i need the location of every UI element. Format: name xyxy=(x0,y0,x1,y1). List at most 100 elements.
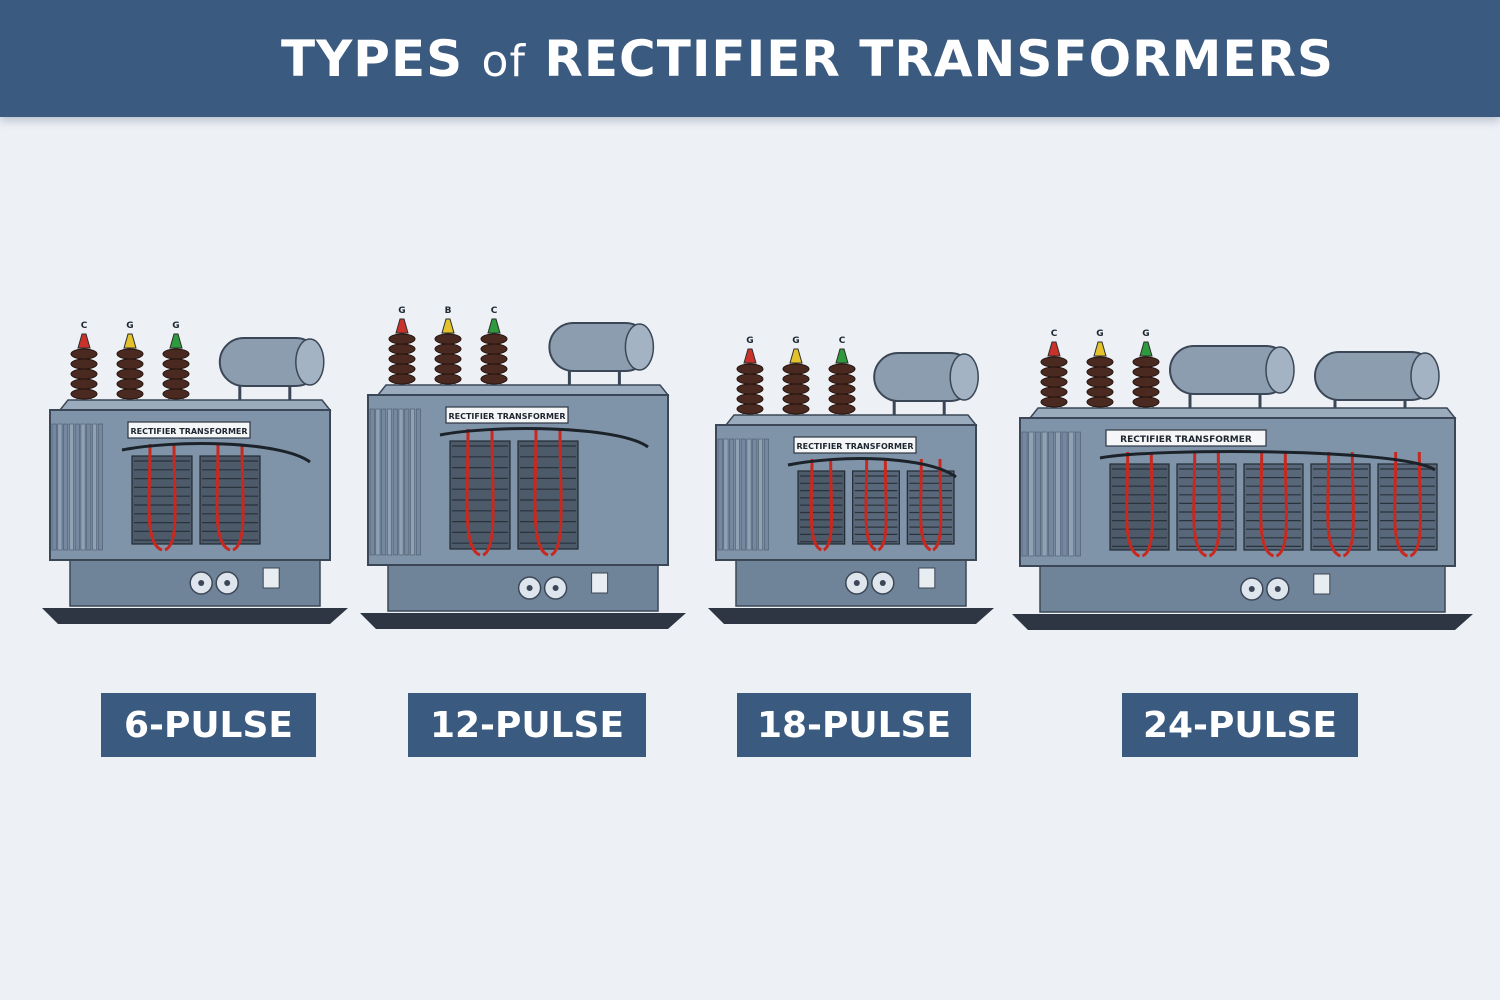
bus-cable xyxy=(822,458,834,552)
bus-cable xyxy=(550,428,563,557)
base-skid xyxy=(708,608,994,624)
bus-cable xyxy=(1141,451,1154,558)
radiator-fin xyxy=(1041,431,1048,557)
label-18-pulse: 18-PULSE xyxy=(737,693,971,757)
title-part-of: of xyxy=(481,35,526,87)
control-hose xyxy=(787,457,957,479)
winding-section xyxy=(199,455,261,545)
bus-cable xyxy=(533,428,549,557)
label-6-pulse: 6-PULSE xyxy=(101,693,316,757)
bushing-letter: C xyxy=(491,306,498,316)
control-hose xyxy=(121,442,311,464)
bushing-shed xyxy=(162,378,190,390)
bushing-shed xyxy=(388,343,416,355)
bus-cable xyxy=(1125,451,1141,558)
radiator-fin xyxy=(1048,431,1055,557)
bushing-shed xyxy=(480,373,508,385)
tank-top-deck xyxy=(1028,407,1457,419)
bushing-shed xyxy=(782,373,810,385)
conservator-end-cap xyxy=(1265,346,1295,394)
label-24-pulse: 24-PULSE xyxy=(1122,693,1358,757)
bushing-letter: G xyxy=(172,321,179,331)
bushing-shed xyxy=(116,368,144,380)
bushing-letter: G xyxy=(1142,329,1149,339)
radiator-fin xyxy=(369,408,375,556)
nameplate xyxy=(445,406,569,424)
bushing-shed xyxy=(1086,356,1114,368)
bushing-shed xyxy=(162,388,190,400)
radiator-fin xyxy=(415,408,421,556)
bushing-shed xyxy=(116,378,144,390)
bus-cable xyxy=(877,458,888,552)
base-skid xyxy=(360,613,686,629)
radiator-fin xyxy=(752,438,758,551)
radiator-fin xyxy=(80,423,86,551)
bushing-shed xyxy=(1132,366,1160,378)
radiator-fin xyxy=(717,438,723,551)
bushing-shed xyxy=(162,368,190,380)
bushing-shed xyxy=(70,348,98,360)
radiator-fin xyxy=(375,408,381,556)
bushing-letter: G xyxy=(1096,329,1103,339)
winding-section xyxy=(517,440,579,550)
bushing-shed xyxy=(1132,386,1160,398)
radiator-fin xyxy=(86,423,92,551)
radiator-fin xyxy=(404,408,410,556)
bushing-shed xyxy=(388,333,416,345)
bushing-tip xyxy=(835,348,849,364)
bushing-tip xyxy=(395,318,409,334)
bushing-shed xyxy=(434,333,462,345)
tank-top-deck xyxy=(724,414,978,426)
bushing-shed xyxy=(736,373,764,385)
radiator-fin xyxy=(410,408,416,556)
radiator-fin xyxy=(381,408,387,556)
hv-bushing-icon: G xyxy=(116,321,144,401)
radiator-fin xyxy=(57,423,63,551)
bushing-shed xyxy=(1086,376,1114,388)
bushing-shed xyxy=(1132,396,1160,408)
bushing-shed xyxy=(828,403,856,415)
winding-section xyxy=(852,470,900,545)
winding-section xyxy=(797,470,846,545)
nameplate xyxy=(793,436,917,454)
bushing-shed xyxy=(736,403,764,415)
nameplate-text: RECTIFIER TRANSFORMER xyxy=(1120,435,1252,445)
radiator-fin xyxy=(1075,431,1081,557)
bushing-tip xyxy=(77,333,91,349)
winding-section xyxy=(131,455,193,545)
bushing-shed xyxy=(480,343,508,355)
radiator-fin xyxy=(1028,431,1035,557)
bushing-tip xyxy=(1047,341,1061,357)
nameplate xyxy=(1105,429,1267,447)
page-title: TYPES of RECTIFIER TRANSFORMERS xyxy=(166,30,1334,88)
radiator-fin xyxy=(63,423,69,551)
fan-hub xyxy=(853,580,860,586)
winding-section xyxy=(1310,463,1371,551)
bushing-shed xyxy=(736,393,764,405)
bushing-shed xyxy=(388,363,416,375)
bushing-shed xyxy=(1132,356,1160,368)
bushing-letter: C xyxy=(1051,329,1058,339)
fan-hub xyxy=(879,580,886,586)
bus-cable xyxy=(1342,451,1355,558)
winding-section xyxy=(1176,463,1237,551)
bus-cable xyxy=(232,443,245,552)
radiator-fin xyxy=(69,423,74,551)
bus-cable xyxy=(147,443,163,552)
bushing-letter: G xyxy=(398,306,405,316)
bushing-tip xyxy=(487,318,501,334)
radiator-fin xyxy=(1021,431,1028,557)
tank-top-deck xyxy=(58,399,332,411)
bus-cable xyxy=(1259,451,1275,558)
bushing-shed xyxy=(1040,366,1068,378)
nameplate-text: RECTIFIER TRANSFORMER xyxy=(130,427,247,436)
radiator-fin xyxy=(74,423,80,551)
control-box xyxy=(591,572,609,594)
tank-top-deck xyxy=(376,384,670,396)
bushing-shed xyxy=(1040,396,1068,408)
bushing-tip xyxy=(123,333,137,349)
bus-cable xyxy=(1409,451,1422,558)
bus-cable xyxy=(215,443,231,552)
lower-frame xyxy=(1039,565,1446,613)
